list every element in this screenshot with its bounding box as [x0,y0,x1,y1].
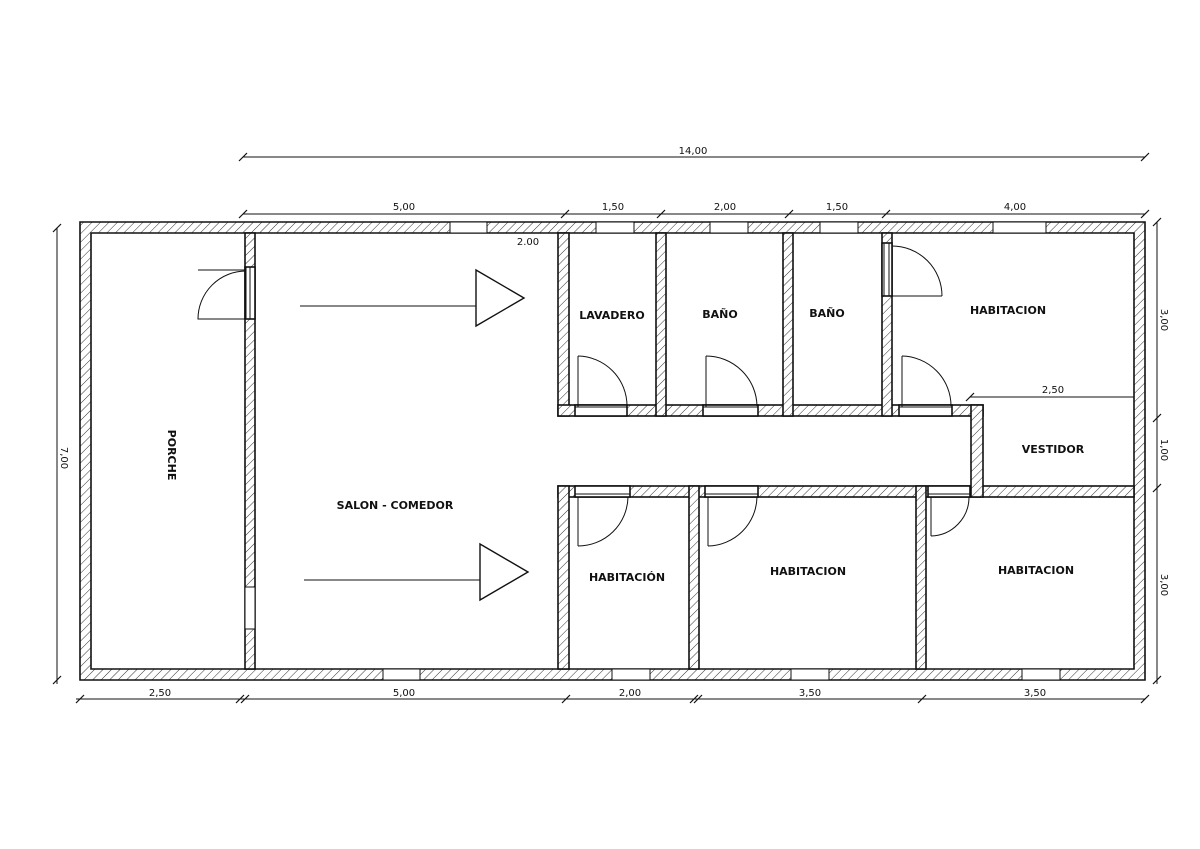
arrow-top-head [475,268,526,328]
window-lavadero [595,221,635,234]
door-habitacion-s2 [704,485,759,547]
window-habitacion-s3 [1021,668,1061,681]
window-salon-bottom [382,668,421,681]
room-porche: PORCHE [165,430,178,481]
window-salon-top [449,221,488,234]
dim-inner-vestidor: 2,50 [1042,385,1064,396]
door-habitacion-s1 [574,485,631,547]
dim-bottom-3: 2,00 [619,688,641,699]
windows [244,221,1061,681]
dimension-lines: 14,00 5,00 1,50 2,00 1,50 4,00 2,50 5,00… [52,146,1169,704]
room-bano-2: BAÑO [809,307,844,320]
room-habitacion-s1: HABITACIÓN [589,571,665,584]
window-bano-1 [709,221,749,234]
dim-top-4: 1,50 [826,202,848,213]
dim-total-top: 14,00 [679,146,708,157]
arrow-bottom-head [479,542,530,602]
window-habitacion-ne [992,221,1047,234]
window-porche-salon [244,586,256,630]
door-habitacion-s3 [927,485,971,537]
exterior-walls [79,221,1146,681]
dim-top-5: 4,00 [1004,202,1026,213]
room-habitacion-s3: HABITACION [998,564,1074,577]
dim-right-1: 3,00 [1158,309,1169,331]
doors [197,242,971,547]
door-habitacion-ne [898,355,953,417]
room-vestidor: VESTIDOR [1022,443,1085,456]
interior-walls [244,232,1135,670]
dim-bottom-1: 2,50 [149,688,171,699]
door-bano-1 [702,355,759,417]
room-labels: PORCHE SALON - COMEDOR LAVADERO BAÑO BAÑ… [165,304,1085,584]
room-salon: SALON - COMEDOR [337,499,454,512]
dim-top-3: 2,00 [714,202,736,213]
window-bano-2 [819,221,859,234]
dim-top-2: 1,50 [602,202,624,213]
door-bano-2 [881,242,943,297]
dim-top-1: 5,00 [393,202,415,213]
dim-inner-salon: 2.00 [517,237,539,248]
room-habitacion-s2: HABITACION [770,565,846,578]
dim-bottom-5: 3,50 [1024,688,1046,699]
room-habitacion-ne: HABITACION [970,304,1046,317]
dim-bottom-4: 3,50 [799,688,821,699]
entry-arrows [300,268,530,602]
window-habitacion-s2 [790,668,830,681]
room-bano-1: BAÑO [702,308,737,321]
dim-right-2: 1,00 [1158,439,1169,461]
room-lavadero: LAVADERO [579,309,645,322]
dim-right-3: 3,00 [1158,574,1169,596]
window-habitacion-s1 [611,668,651,681]
door-porche [197,266,256,320]
door-lavadero [574,355,628,417]
dim-left: 7,00 [58,447,69,469]
dim-bottom-2: 5,00 [393,688,415,699]
